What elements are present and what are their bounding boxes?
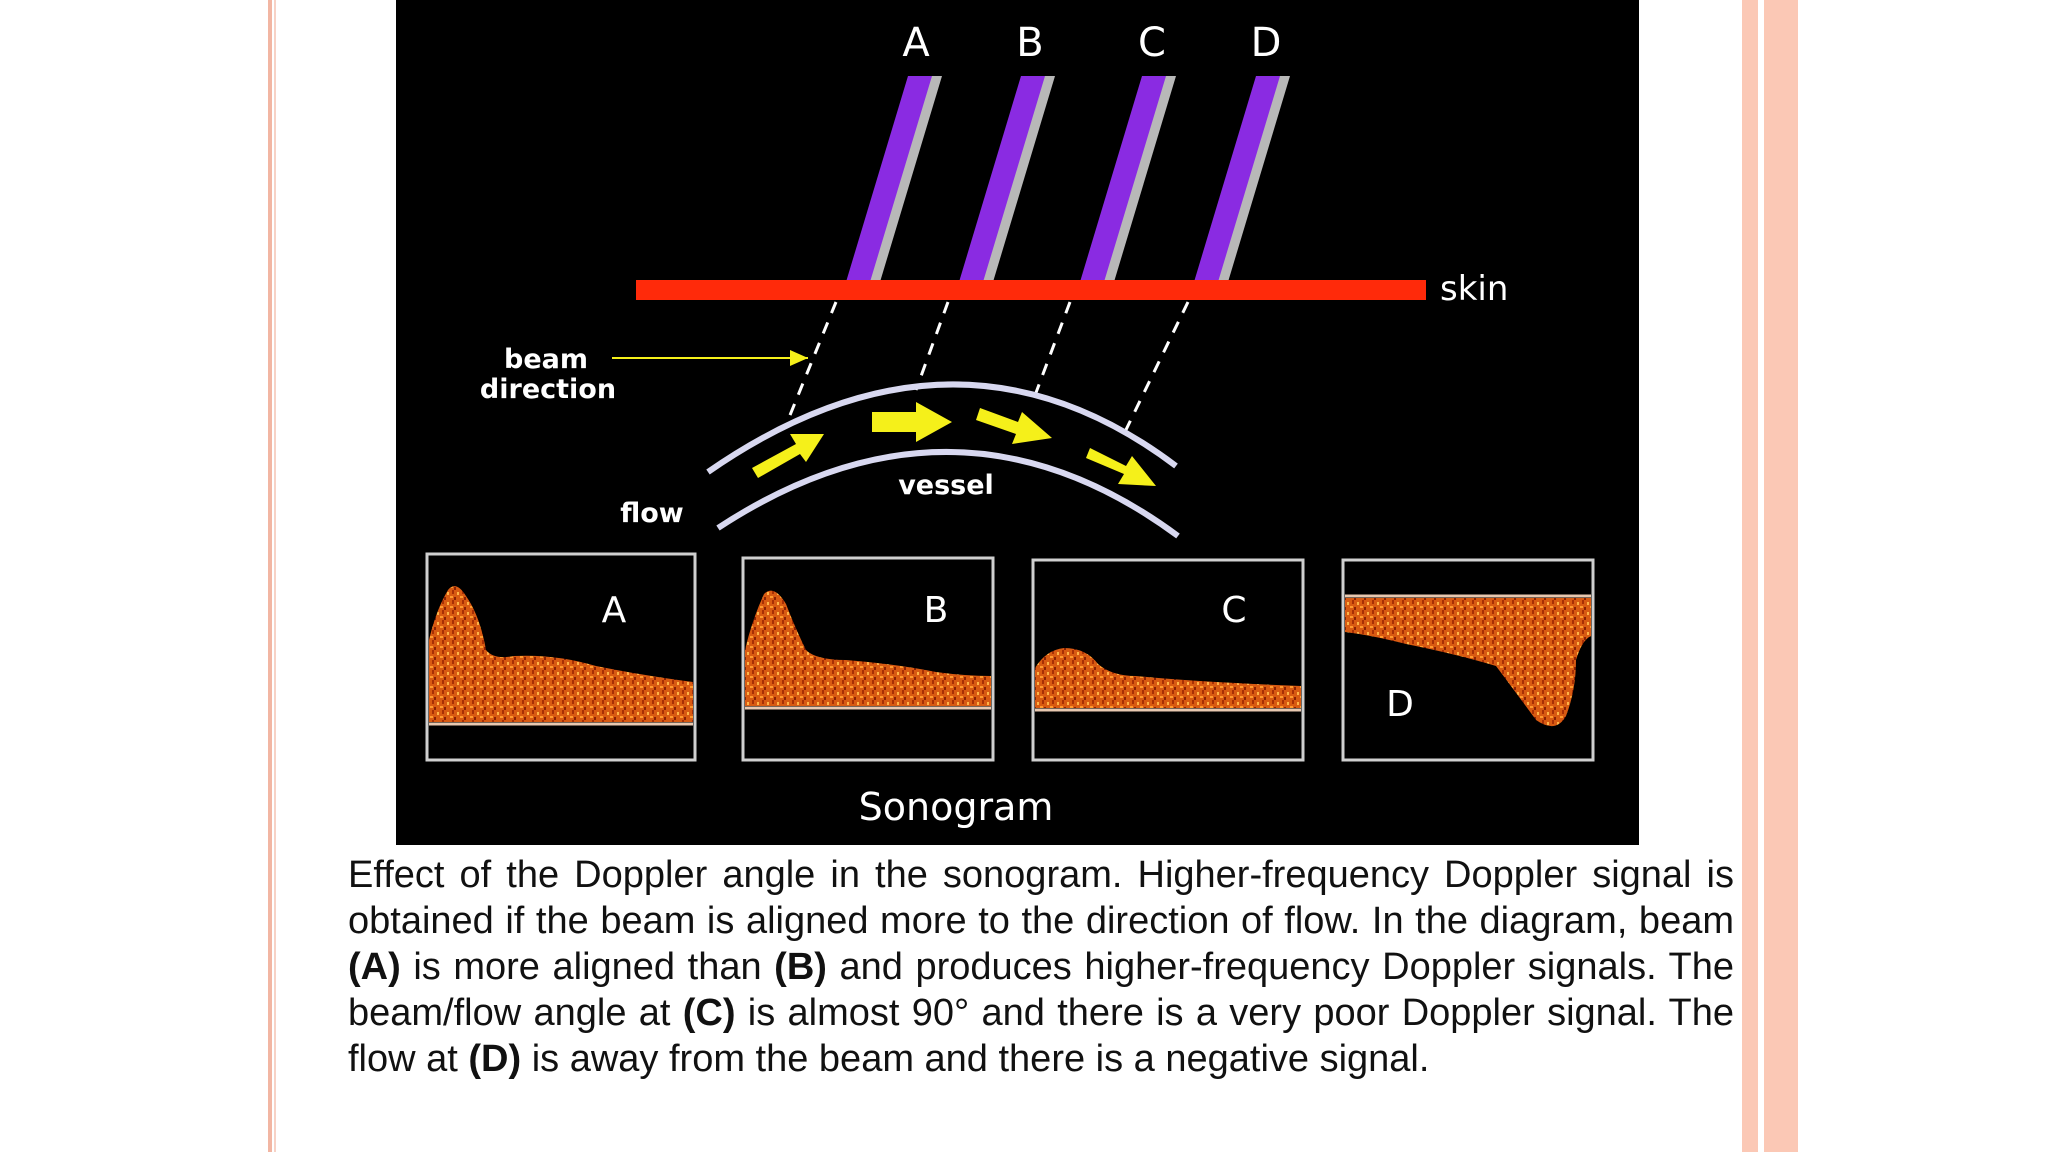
beam-d: [1194, 76, 1290, 282]
beam-direction-label-line1: beam: [504, 344, 588, 375]
beam-direction-label-line2: direction: [480, 374, 616, 405]
sonogram-panel-b: B: [741, 556, 995, 762]
sonogram-title: Sonogram: [859, 785, 1054, 829]
slide-border-left: [268, 0, 272, 1152]
caption-bold-a: (A): [348, 946, 401, 988]
panel-label-b: B: [924, 590, 949, 631]
vessel-label: vessel: [898, 470, 994, 501]
caption-text: and produces higher-frequency Doppler si…: [348, 946, 1734, 1034]
skin-label: skin: [1440, 269, 1508, 309]
beam-label-c: C: [1138, 20, 1166, 66]
sonogram-panel-c: C: [1031, 558, 1305, 762]
flow-arrow-icon: [976, 408, 1052, 444]
sonogram-panel-a: A: [425, 552, 697, 762]
sonogram-panel-d: D: [1341, 558, 1595, 762]
caption-text: is almost 90° and there is a very poor D…: [348, 992, 1735, 1080]
caption-bold-c: (C): [682, 992, 736, 1034]
beam-label-a: A: [902, 20, 930, 66]
slide-border-right-inner: [1742, 0, 1758, 1152]
caption-bold-b: (B): [774, 946, 827, 988]
slide-border-right-gap: [1758, 0, 1764, 1152]
beam-b: [959, 76, 1055, 282]
slide-border-left-inner: [274, 0, 276, 1152]
flow-arrow-icon: [1086, 448, 1156, 486]
panel-label-c: C: [1221, 590, 1246, 631]
doppler-angle-diagram: A B C D skin: [396, 0, 1639, 845]
caption-text: Effect of the Doppler angle in the sonog…: [348, 854, 1734, 942]
caption-bold-d: (D): [468, 1038, 522, 1080]
flow-label: flow: [620, 498, 684, 529]
vessel-wall-upper: [706, 381, 1178, 475]
slide-border-right-outer: [1764, 0, 1798, 1152]
flow-arrow-icon: [752, 434, 824, 478]
beam-paths: [786, 301, 1190, 439]
caption-text: is away from the beam and there is a neg…: [521, 1038, 1430, 1080]
flow-arrows: [752, 402, 1156, 486]
caption-text: is more aligned than: [400, 946, 775, 988]
beam-label-b: B: [1016, 20, 1043, 66]
diagram-svg: A B C D skin: [425, 20, 1595, 829]
panel-label-d: D: [1386, 684, 1414, 725]
panel-label-a: A: [602, 590, 627, 631]
figure-caption: Effect of the Doppler angle in the sonog…: [348, 852, 1734, 1082]
beam-a: [846, 76, 942, 282]
vessel-wall-lower: [716, 448, 1180, 539]
beam-label-d: D: [1251, 20, 1282, 66]
flow-arrow-icon: [872, 402, 952, 442]
skin-line: [636, 280, 1426, 300]
beam-c: [1080, 76, 1176, 282]
